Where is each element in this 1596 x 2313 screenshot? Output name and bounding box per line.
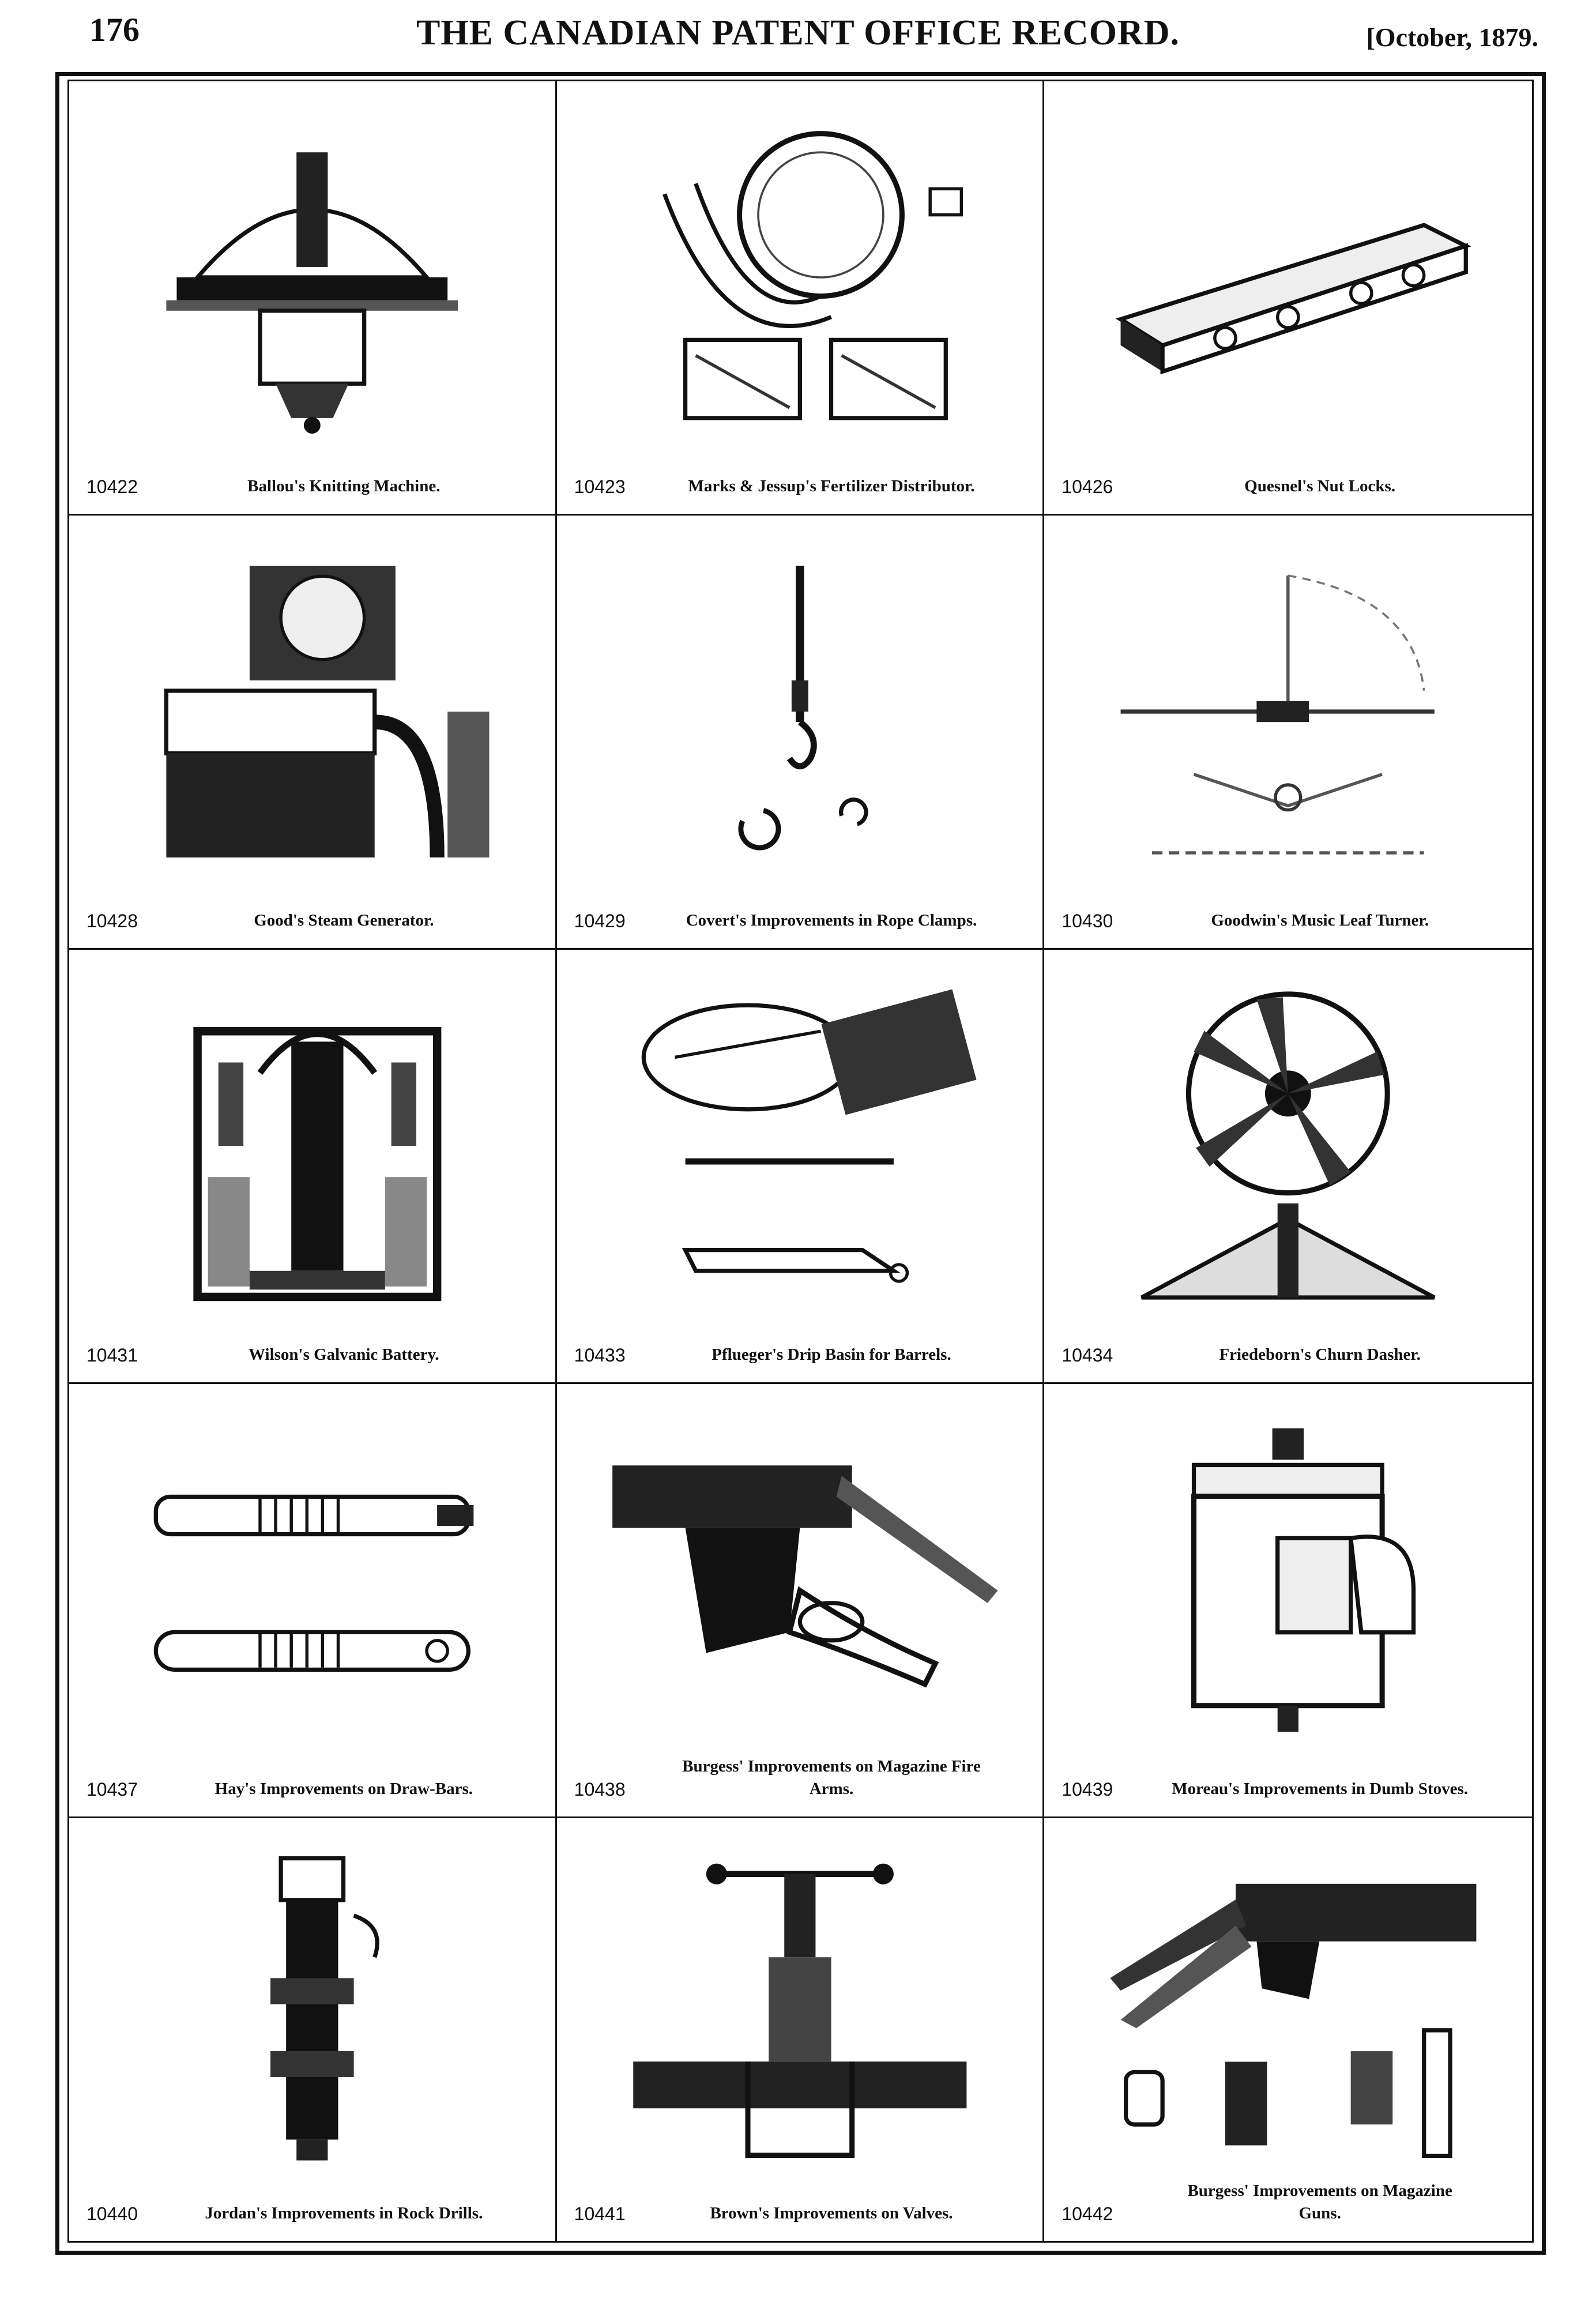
patent-number: 10426 <box>1062 476 1113 497</box>
patent-number: 10423 <box>574 476 626 497</box>
patent-caption: 10437 Hay's Improvements on Draw-Bars. <box>86 1778 544 1800</box>
patent-caption: 10423 Marks & Jessup's Fertilizer Distri… <box>574 475 1032 498</box>
patent-number: 10431 <box>86 1345 138 1366</box>
patent-caption: 10439 Moreau's Improvements in Dumb Stov… <box>1062 1778 1520 1800</box>
patent-grid: 10422 Ballou's Knitting Machine. <box>67 80 1534 2243</box>
patent-number: 10429 <box>574 911 626 931</box>
patent-title: Good's Steam Generator. <box>254 911 434 930</box>
patent-title: Wilson's Galvanic Battery. <box>249 1345 439 1364</box>
churn-dasher-drawing <box>1079 973 1497 1319</box>
patent-cell: 10440 Jordan's Improvements in Rock Dril… <box>69 1818 557 2241</box>
patent-cell: 10426 Quesnel's Nut Locks. <box>1044 81 1532 516</box>
patent-number: 10428 <box>86 911 138 931</box>
draw-bar-drawing <box>104 1407 521 1753</box>
patent-cell: 10431 Wilson's Galvanic Battery. <box>69 950 557 1384</box>
patent-cell: 10428 Good's Steam Generator. <box>69 516 557 950</box>
rope-clamp-drawing <box>592 539 1008 885</box>
patent-title: Pflueger's Drip Basin for Barrels. <box>712 1345 951 1364</box>
nut-lock-drawing <box>1079 104 1497 450</box>
dumb-stove-drawing <box>1079 1407 1497 1753</box>
patent-cell: 10433 Pflueger's Drip Basin for Barrels. <box>556 950 1045 1384</box>
patent-number: 10437 <box>86 1779 138 1800</box>
patent-caption: 10441 Brown's Improvements on Valves. <box>574 2202 1032 2225</box>
patent-title: Quesnel's Nut Locks. <box>1244 476 1396 495</box>
drip-basin-drawing <box>592 973 1008 1319</box>
patent-cell: 10439 Moreau's Improvements in Dumb Stov… <box>1044 1384 1532 1818</box>
page-number: 176 <box>89 11 140 48</box>
patent-number: 10433 <box>574 1345 626 1366</box>
issue-date: [October, 1879. <box>1366 22 1538 52</box>
knitting-machine-drawing <box>104 104 521 450</box>
journal-title: THE CANADIAN PATENT OFFICE RECORD. <box>416 13 1180 52</box>
patent-title: Friedeborn's Churn Dasher. <box>1219 1345 1421 1364</box>
magazine-firearm-drawing <box>592 1407 1008 1753</box>
music-leaf-turner-drawing <box>1079 539 1497 885</box>
patent-number: 10434 <box>1062 1345 1113 1366</box>
patent-caption: 10442 Burgess' Improvements on Magazine … <box>1062 2180 1520 2225</box>
patent-title: Goodwin's Music Leaf Turner. <box>1211 911 1429 930</box>
patent-cell: 10437 Hay's Improvements on Draw-Bars. <box>69 1384 557 1818</box>
patent-title: Burgess' Improvements on Magazine Fire A… <box>682 1757 981 1798</box>
patent-title: Marks & Jessup's Fertilizer Distributor. <box>688 476 975 495</box>
patent-caption: 10431 Wilson's Galvanic Battery. <box>86 1344 544 1366</box>
patent-number: 10438 <box>574 1779 626 1800</box>
patent-number: 10430 <box>1062 911 1113 931</box>
patent-number: 10440 <box>86 2203 138 2224</box>
patent-cell: 10422 Ballou's Knitting Machine. <box>69 81 557 516</box>
patent-title: Covert's Improvements in Rope Clamps. <box>686 911 977 930</box>
patent-title: Hay's Improvements on Draw-Bars. <box>214 1779 473 1798</box>
patent-caption: 10429 Covert's Improvements in Rope Clam… <box>574 909 1032 932</box>
patent-number: 10441 <box>574 2203 626 2224</box>
patent-caption: 10426 Quesnel's Nut Locks. <box>1062 475 1520 498</box>
valve-drawing <box>592 1841 1008 2177</box>
rock-drill-drawing <box>104 1841 521 2177</box>
patent-title: Ballou's Knitting Machine. <box>247 476 441 495</box>
illustration-frame: 10422 Ballou's Knitting Machine. <box>55 72 1546 2255</box>
patent-cell: 10423 Marks & Jessup's Fertilizer Distri… <box>556 81 1045 516</box>
patent-caption: 10428 Good's Steam Generator. <box>86 909 544 932</box>
fertilizer-distributor-drawing <box>592 104 1008 450</box>
patent-cell: 10441 Brown's Improvements on Valves. <box>557 1818 1045 2241</box>
patent-number: 10422 <box>86 476 138 497</box>
galvanic-battery-drawing <box>104 973 521 1319</box>
patent-caption: 10433 Pflueger's Drip Basin for Barrels. <box>574 1344 1032 1366</box>
patent-caption: 10438 Burgess' Improvements on Magazine … <box>574 1755 1032 1800</box>
patent-title: Jordan's Improvements in Rock Drills. <box>205 2203 483 2222</box>
patent-title: Brown's Improvements on Valves. <box>710 2203 953 2222</box>
patent-caption: 10440 Jordan's Improvements in Rock Dril… <box>86 2202 544 2225</box>
patent-title: Moreau's Improvements in Dumb Stoves. <box>1172 1779 1469 1798</box>
patent-number: 10442 <box>1062 2203 1113 2224</box>
patent-cell: 10429 Covert's Improvements in Rope Clam… <box>556 516 1045 950</box>
patent-cell: 10430 Goodwin's Music Leaf Turner. <box>1044 516 1532 950</box>
patent-cell: 10434 Friedeborn's Churn Dasher. <box>1044 950 1532 1384</box>
patent-number: 10439 <box>1062 1779 1113 1800</box>
patent-cell: 10438 Burgess' Improvements on Magazine … <box>556 1384 1045 1818</box>
magazine-gun-drawing <box>1079 1841 1497 2177</box>
steam-generator-drawing <box>104 539 521 885</box>
patent-caption: 10430 Goodwin's Music Leaf Turner. <box>1062 909 1520 932</box>
patent-caption: 10422 Ballou's Knitting Machine. <box>86 475 544 498</box>
patent-caption: 10434 Friedeborn's Churn Dasher. <box>1062 1344 1520 1366</box>
patent-cell: 10442 Burgess' Improvements on Magazine … <box>1044 1818 1532 2241</box>
patent-title: Burgess' Improvements on Magazine Guns. <box>1187 2181 1452 2222</box>
page-header: 176 THE CANADIAN PATENT OFFICE RECORD. [… <box>0 0 1596 63</box>
